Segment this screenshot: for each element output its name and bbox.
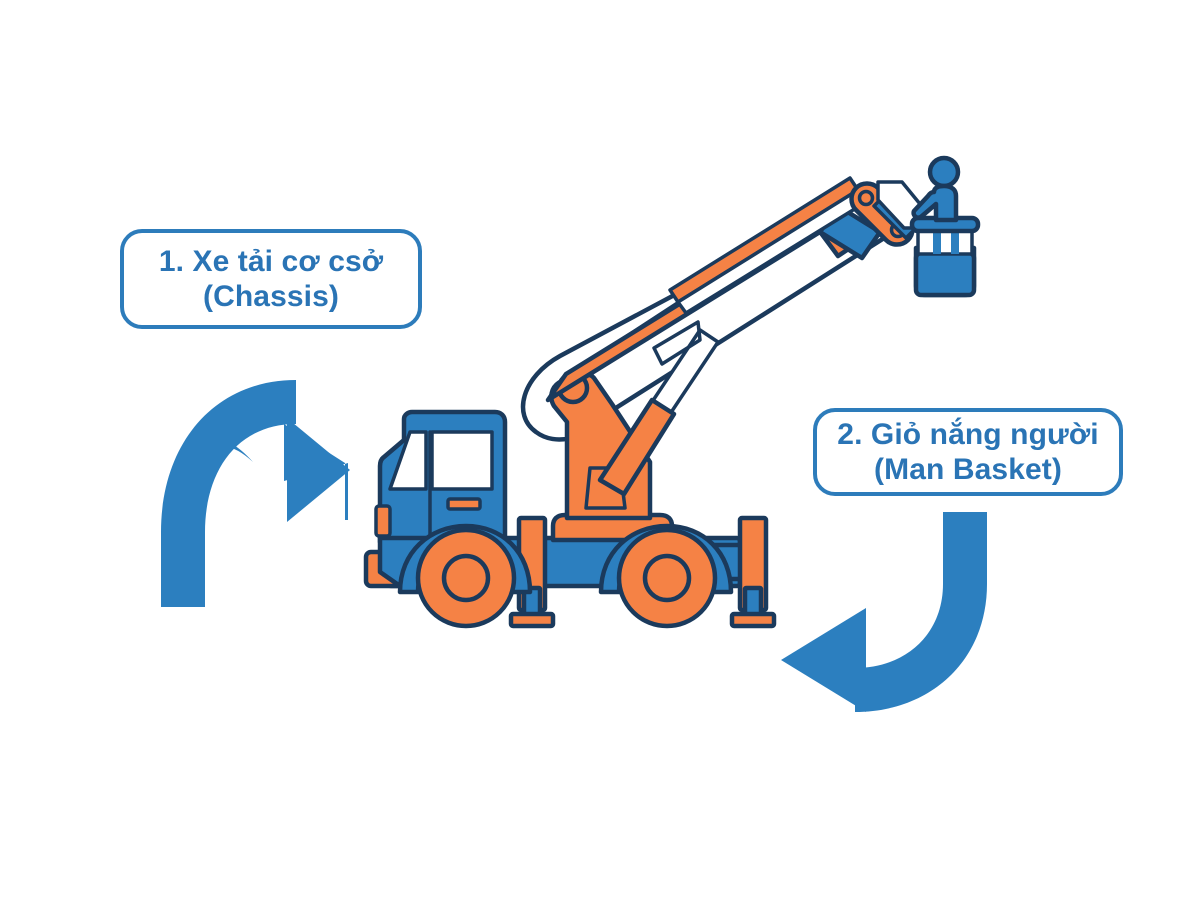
arrow-to-basket-icon [781,512,987,712]
basket-lower-panel [913,250,977,298]
callout-man-basket-line2: (Man Basket) [874,453,1062,486]
callout-chassis[interactable]: 1. Xe tải cơ csở (Chassis) [120,229,422,329]
arrow-to-basket-arc [855,512,987,712]
front-wheel [397,523,533,629]
tip-pin-upper [857,189,875,207]
cab-door-handle [446,497,482,511]
man-basket [909,215,981,298]
hydraulic-cylinder-barrel [597,397,677,497]
boom-lift-truck-illustration [363,155,981,629]
cab-windshield-left [388,430,428,491]
arrow-to-chassis-arc [161,380,296,607]
outrigger-front-pad [508,611,556,629]
worker-body [911,183,959,223]
rear-wheel [598,523,734,629]
front-tire [415,527,517,629]
cab-indicator-light [374,504,392,538]
rear-hub [642,553,692,603]
worker-figure [911,155,961,223]
hydraulic-cylinder [597,328,720,497]
outrigger-rear-pad [729,611,777,629]
basket-rail-post-left [933,228,941,254]
arrow-to-basket-tip [781,608,866,712]
callout-man-basket-line1: 2. Giỏ nắng người [837,417,1099,451]
boom-detail-window [652,320,702,366]
callout-man-basket[interactable]: 2. Giỏ nắng người (Man Basket) [813,408,1123,496]
outrigger-rear [729,515,777,629]
worker-head [927,155,961,189]
arrow-to-chassis-icon [161,380,350,607]
callout-chassis-line1: 1. Xe tải cơ csở [158,244,384,278]
rear-tire [616,527,718,629]
cab-door-window [430,430,494,491]
arrow-to-chassis-tip [287,418,350,522]
front-hub [441,553,491,603]
basket-rail-post-right [951,228,959,254]
callout-chassis-line2: (Chassis) [203,280,339,313]
